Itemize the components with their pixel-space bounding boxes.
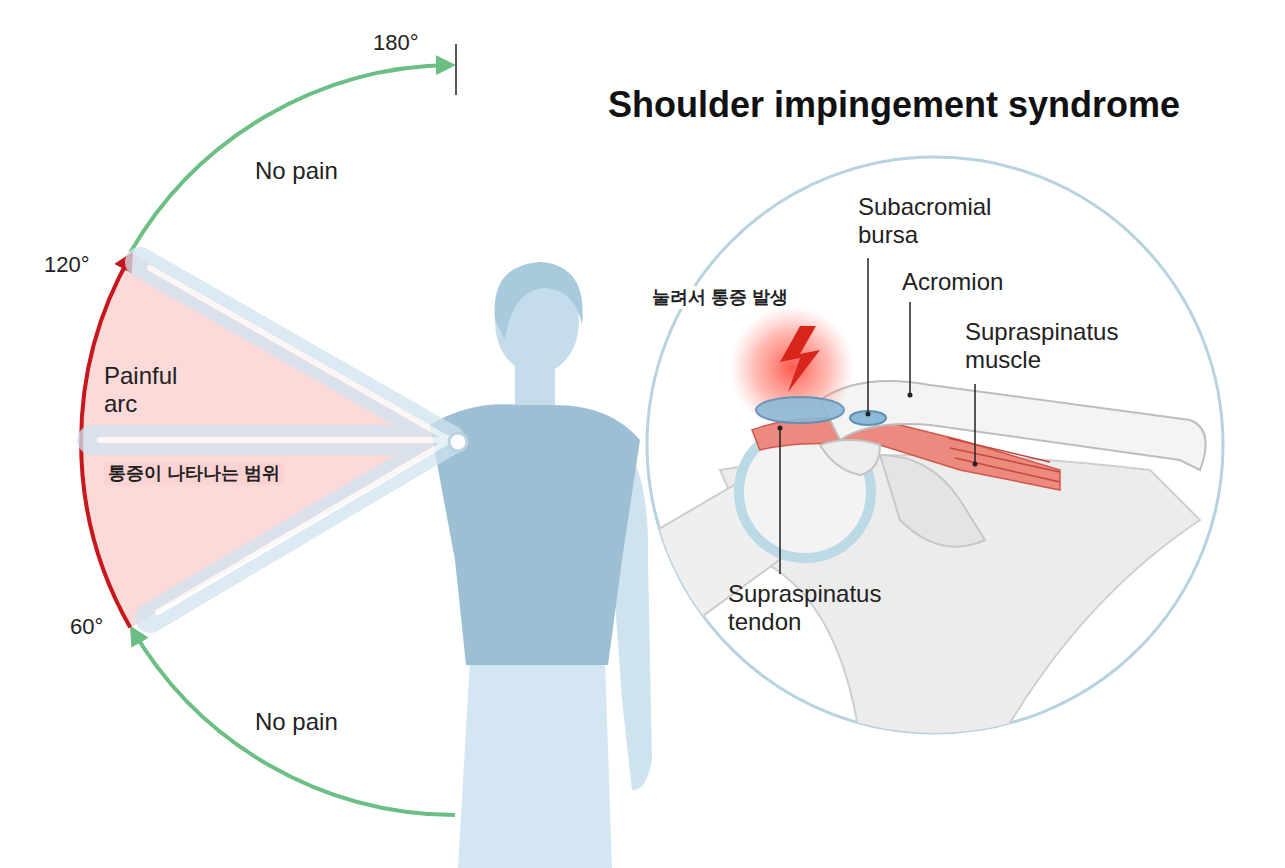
leader-dot — [778, 426, 783, 431]
shoulder-joint — [449, 433, 467, 451]
arm — [140, 262, 450, 440]
leader-lines — [780, 258, 975, 574]
shirt — [430, 404, 640, 665]
range-label: No pain — [255, 157, 338, 185]
no-pain-arc — [132, 629, 455, 815]
part-label: Subacromial bursa — [858, 193, 1023, 248]
hair — [495, 262, 583, 340]
pain-glow — [730, 306, 854, 430]
painful-wedge — [80, 253, 455, 628]
leader-line — [974, 384, 976, 462]
leader-dot — [908, 393, 913, 398]
bursa — [756, 397, 844, 423]
legs — [458, 660, 612, 868]
part-label: Acromion — [902, 268, 1003, 296]
shoulder-anatomy — [640, 381, 1206, 740]
angle-label: 60° — [70, 614, 103, 639]
pain-note: 눌려서 통증 발생 — [648, 286, 792, 309]
part-label: Supraspinatus tendon — [728, 580, 923, 635]
leader-line — [867, 258, 869, 412]
leader-line — [909, 302, 911, 393]
leader-line — [779, 430, 781, 574]
bursa — [850, 411, 886, 425]
person-figure — [430, 262, 652, 868]
no-pain-arc — [130, 65, 452, 253]
tick-mark — [455, 44, 457, 95]
leader-dot — [973, 462, 978, 467]
angle-label: 120° — [44, 252, 90, 277]
coracoid — [820, 440, 880, 475]
region-label: Painful arc — [104, 362, 216, 417]
arm — [92, 425, 450, 455]
lightning-bolt — [780, 326, 820, 392]
range-label: No pain — [255, 708, 338, 736]
region-label: 통증이 나타나는 범위 — [104, 462, 284, 485]
arm-positions — [92, 262, 450, 618]
muscle-fibres — [948, 438, 1060, 482]
arm-bone — [100, 437, 450, 443]
angle-label: 180° — [373, 30, 419, 55]
leader-dot — [866, 412, 871, 417]
arm-bone — [150, 268, 450, 440]
part-label: Supraspinatus muscle — [965, 318, 1160, 373]
diagram-title: Shoulder impingement syndrome — [608, 84, 1180, 126]
